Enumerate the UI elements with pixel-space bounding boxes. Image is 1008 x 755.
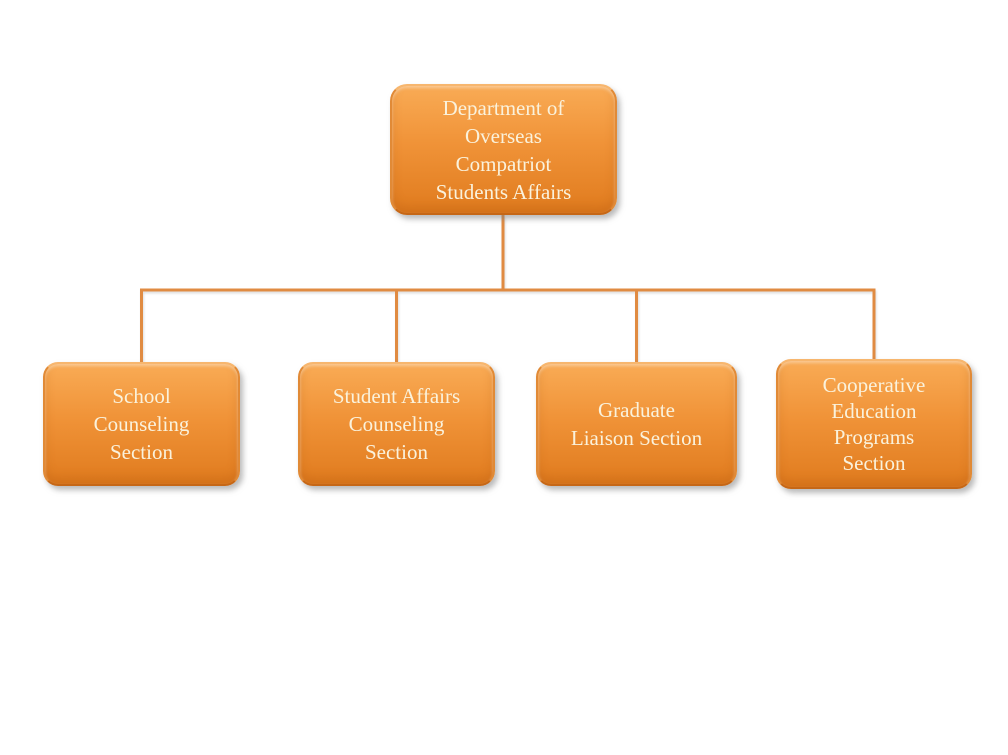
connector-path (140, 215, 876, 363)
org-node-label: Department of Overseas Compatriot Studen… (435, 95, 572, 204)
org-node-department-of-overseas-compatriot-students-affairs: Department of Overseas Compatriot Studen… (390, 84, 617, 215)
org-node-label: Graduate Liaison Section (570, 398, 703, 450)
org-node-label: Cooperative Education Programs Section (822, 373, 926, 475)
org-node-student-affairs-counseling-section: Student Affairs Counseling Section (298, 362, 495, 486)
org-node-school-counseling-section: School Counseling Section (43, 362, 240, 486)
org-node-label: Student Affairs Counseling Section (332, 384, 461, 464)
org-node-label: School Counseling Section (93, 384, 190, 464)
org-node-graduate-liaison-section: Graduate Liaison Section (536, 362, 737, 486)
org-node-cooperative-education-programs-section: Cooperative Education Programs Section (776, 359, 972, 489)
